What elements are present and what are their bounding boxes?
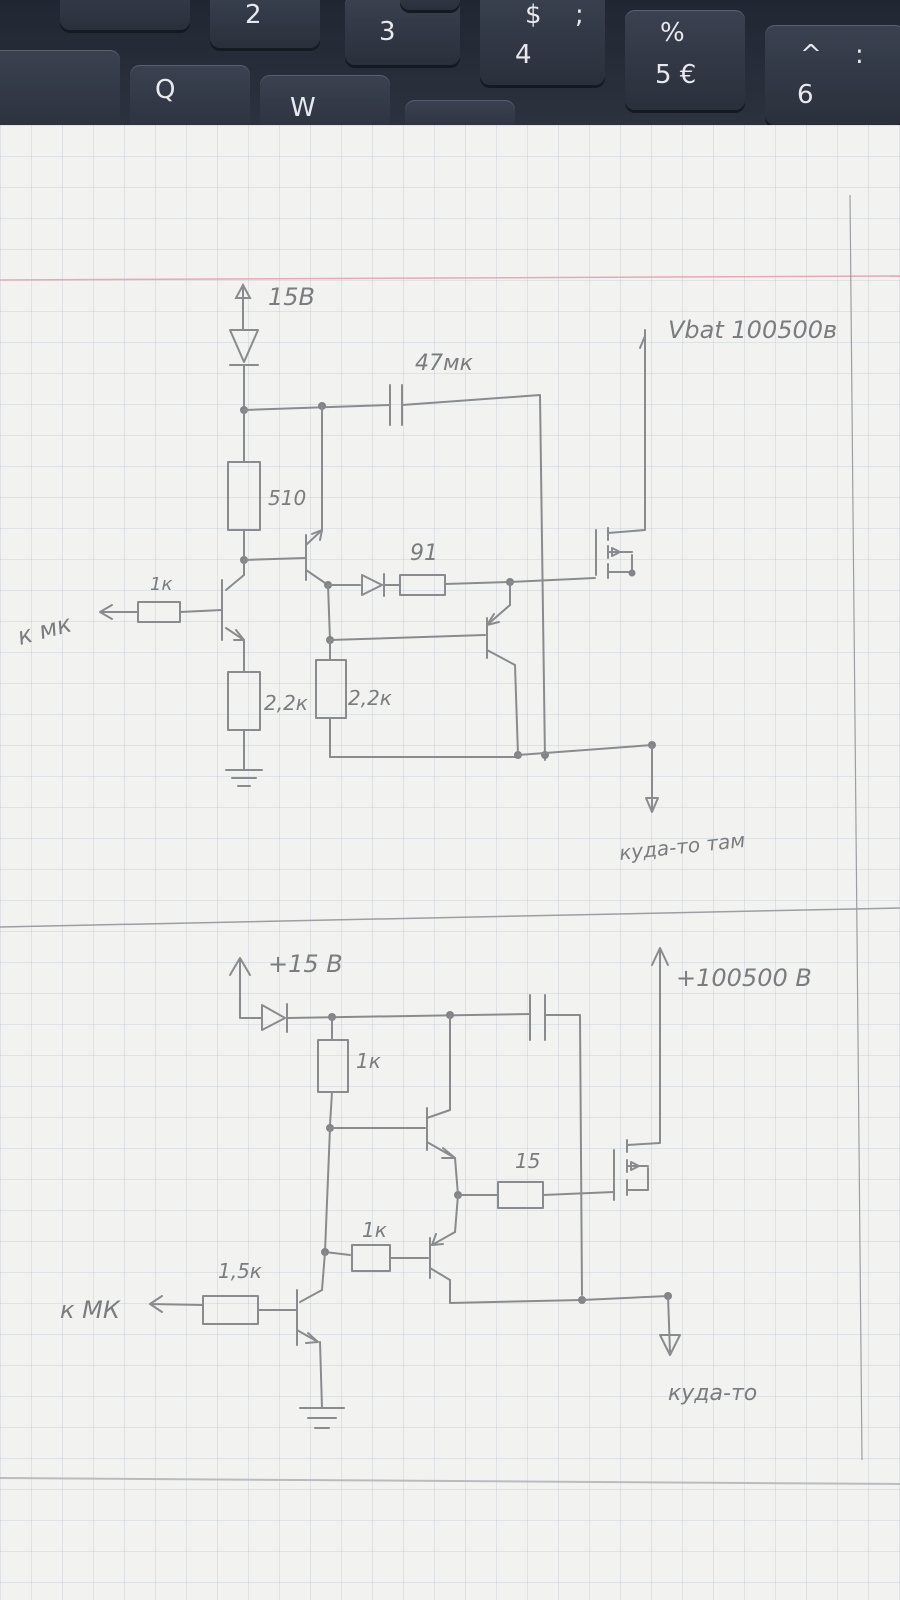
graph-paper xyxy=(0,125,900,1600)
output-label-bottom: куда-то xyxy=(668,1381,757,1406)
transistor-q2-top xyxy=(243,405,329,586)
supply-arrow-bottom xyxy=(229,957,263,1019)
key-2: 2 xyxy=(210,0,320,48)
resistor-1k-bottom-top xyxy=(317,1016,349,1126)
cap-label-top: 47мк xyxy=(415,351,474,376)
label-1k-bottom-lower: 1к xyxy=(362,1218,387,1242)
paper-edge xyxy=(0,1477,900,1485)
label-1k-top: 1к xyxy=(150,574,172,595)
supply-arrow-top xyxy=(234,282,252,331)
label-510: 510 xyxy=(268,486,306,510)
label-1k-bottom-top: 1к xyxy=(356,1049,381,1073)
key-no-sign: № xyxy=(400,0,460,10)
key-1 xyxy=(60,0,190,30)
transistor-lower-bottom xyxy=(429,1194,583,1304)
supply-label-top: 15В xyxy=(268,283,315,311)
transistor-upper-bottom xyxy=(329,1014,459,1196)
right-border-line xyxy=(849,194,863,1461)
mosfet-bottom xyxy=(613,947,669,1201)
fold-line xyxy=(0,907,900,928)
diode-top xyxy=(229,329,259,411)
label-1k5: 1,5к xyxy=(218,1259,262,1283)
label-15: 15 xyxy=(515,1149,540,1173)
resistor-1k-top xyxy=(99,601,223,623)
input-label-bottom: к МК xyxy=(60,1296,121,1324)
top-circuit: 15В 47мк 510 xyxy=(14,282,837,865)
vbat-label: Vbat 100500в xyxy=(668,316,837,344)
keyboard-background: 2 3 $ ; 4 % 5 € ^ : 6 Q W № xyxy=(0,0,900,140)
key-4: $ ; 4 xyxy=(480,0,605,85)
key-3: 3 xyxy=(345,0,460,65)
margin-line xyxy=(0,275,900,281)
output-arrow-top xyxy=(645,744,659,813)
transistor-input-bottom xyxy=(296,1251,345,1429)
resistor-2k2-lower xyxy=(315,639,519,758)
label-2k2-left: 2,2к xyxy=(264,691,308,715)
supply-label-bottom: +15 В xyxy=(268,950,343,978)
input-label-top: к мк xyxy=(14,609,75,650)
resistor-510 xyxy=(227,409,261,561)
transistor-q3-top xyxy=(329,581,519,756)
output-label-top: куда-то там xyxy=(618,828,746,865)
key-5: % 5 € xyxy=(625,10,745,110)
resistor-1k5 xyxy=(149,1295,298,1325)
bottom-circuit: +15 В 1к xyxy=(60,947,812,1429)
resistor-2k2-emitter xyxy=(225,671,263,787)
label-91: 91 xyxy=(410,541,438,566)
mosfet-top xyxy=(595,329,646,579)
label-2k2-right: 2,2к xyxy=(348,686,392,710)
key-6: ^ : 6 xyxy=(765,25,900,125)
diode-and-91-resistor xyxy=(327,573,511,597)
resistor-1k-bottom-lower xyxy=(324,1127,429,1272)
transistor-q1-top xyxy=(221,559,245,673)
capacitor-top xyxy=(389,384,546,761)
output-arrow-bottom xyxy=(659,1295,681,1356)
vplus-label: +100500 В xyxy=(676,964,812,992)
resistor-15 xyxy=(457,1181,615,1209)
capacitor-bottom xyxy=(529,994,583,1296)
diode-bottom xyxy=(261,1003,531,1033)
